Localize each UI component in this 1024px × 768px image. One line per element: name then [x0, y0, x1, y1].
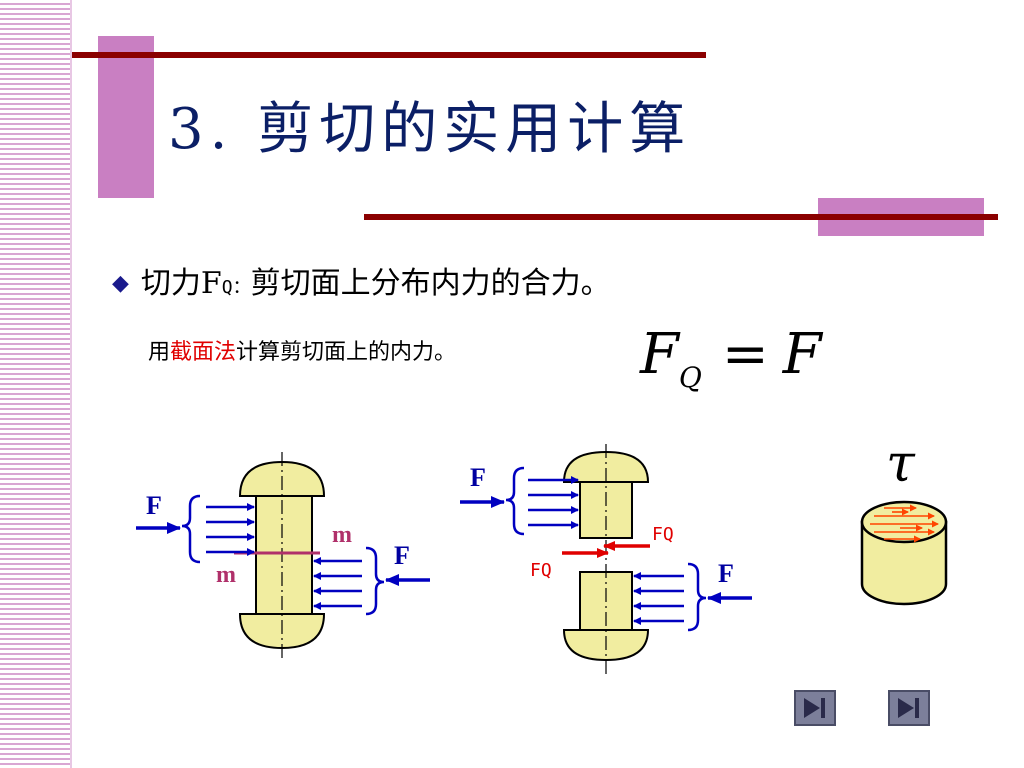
rivet2-shear-label-right: FQ	[652, 524, 674, 545]
rivet1-left-load-arrows	[206, 503, 255, 556]
skip-end-icon	[898, 698, 919, 718]
rivet2-top-brace	[505, 466, 525, 536]
bullet-term: 切力	[140, 266, 201, 301]
rivet1-section-label-top: m	[332, 522, 352, 548]
nav-button-prev[interactable]	[794, 690, 836, 726]
method-prefix: 用	[148, 340, 171, 365]
nav-button-next[interactable]	[888, 690, 930, 726]
left-stripe-decoration	[0, 0, 72, 768]
shear-force-formula: FQ=F	[640, 322, 822, 394]
method-highlight: 截面法	[170, 340, 237, 365]
rivet2-top-load-arrows	[528, 476, 579, 529]
rivet2-force-bottom-label: F	[718, 559, 734, 588]
formula-lhs-subscript: Q	[678, 361, 702, 394]
shear-stress-arrows	[870, 504, 939, 543]
figure1-rivet: F F m m	[136, 452, 430, 660]
rivet2-bottom-brace	[687, 562, 707, 632]
figure2-cut-rivet: F F FQ FQ	[460, 444, 752, 676]
rivet2-bottom-load-arrows	[633, 572, 684, 625]
bottom-rule	[364, 214, 998, 220]
skip-end-icon	[804, 698, 825, 718]
bullet-definition-text: 剪切面上分布内力的合力。	[250, 266, 611, 301]
formula-rhs: F	[782, 322, 822, 387]
tau-symbol: τ	[886, 434, 915, 494]
rivet1-left-brace	[181, 494, 201, 564]
rivet1-right-load-arrows	[313, 557, 362, 610]
method-suffix: 计算剪切面上的内力。	[236, 340, 457, 365]
cylinder-body	[860, 520, 948, 606]
rivet1-section-label-bottom: m	[216, 562, 236, 588]
diamond-bullet-icon: ◆	[112, 271, 129, 296]
rivet1-force-left-label: F	[146, 491, 162, 520]
bullet-definition: ◆ 切力 F Q ： 剪切面上分布内力的合力。	[112, 258, 611, 302]
bullet-colon: ：	[232, 277, 251, 298]
formula-equals: =	[721, 322, 769, 387]
bullet-symbol: F	[200, 266, 222, 301]
rivet1-force-right-label: F	[394, 541, 410, 570]
slide-title: 3. 剪切的实用计算	[168, 97, 692, 162]
rivet2-force-top-label: F	[470, 463, 486, 492]
rivet1-shank	[255, 495, 313, 615]
shear-stress-cylinder	[860, 500, 948, 606]
top-rule	[72, 52, 706, 58]
title-accent-block	[98, 36, 154, 198]
formula-lhs: F	[640, 322, 679, 387]
method-note: 用截面法计算剪切面上的内力。	[148, 334, 456, 366]
bullet-subscript: Q	[221, 277, 233, 298]
rivet2-shear-label-left: FQ	[530, 560, 552, 581]
rivet1-right-brace	[365, 546, 385, 616]
